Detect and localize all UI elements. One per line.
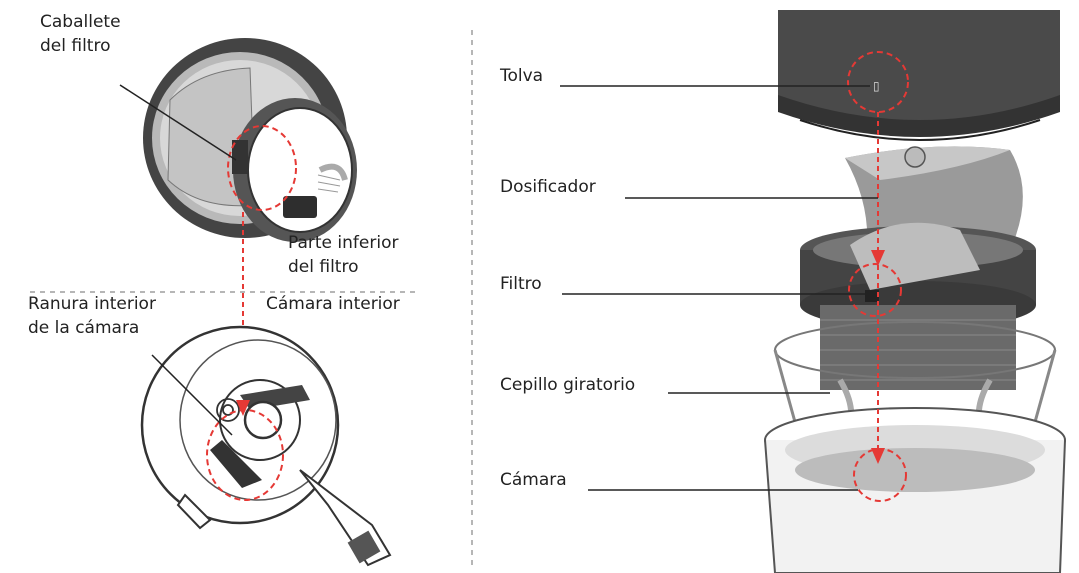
label-parte-inferior-line2: del filtro [288,257,359,277]
caballete-leader [119,84,237,161]
filtro-highlight-circle [848,263,902,317]
chamber-arrow-head [236,400,250,416]
tolva-illustration: ▯ [778,10,1060,141]
chamber-illustration [140,325,392,567]
ranura-leader [151,354,233,436]
label-ranura-line1: Ranura interior [28,294,156,314]
filter-illustration [143,38,357,242]
filtro-illustration [800,222,1036,390]
camara-illustration [764,407,1066,573]
label-ranura-interior: Ranura interior de la cámara [28,292,156,340]
label-ranura-line2: de la cámara [28,318,140,338]
label-parte-inferior-line1: Parte inferior [288,233,399,253]
label-caballete-line2: del filtro [40,36,111,56]
tolva-highlight-circle [847,51,909,113]
label-filtro: Filtro [500,274,542,294]
label-camara-interior: Cámara interior [266,294,400,314]
label-tolva: Tolva [500,66,544,86]
svg-text:▯: ▯ [873,79,880,93]
assembly-arrow-head-2 [871,448,885,464]
label-camara: Cámara [500,470,567,490]
label-cepillo-giratorio: Cepillo giratorio [500,375,636,395]
label-caballete-del-filtro: Caballete del filtro [40,10,121,58]
label-caballete-line1: Caballete [40,12,121,32]
label-parte-inferior-del-filtro: Parte inferior del filtro [288,231,398,279]
assembly-arrow-head-1 [871,250,885,266]
filter-highlight-circle [227,125,297,211]
label-dosificador: Dosificador [500,177,596,197]
